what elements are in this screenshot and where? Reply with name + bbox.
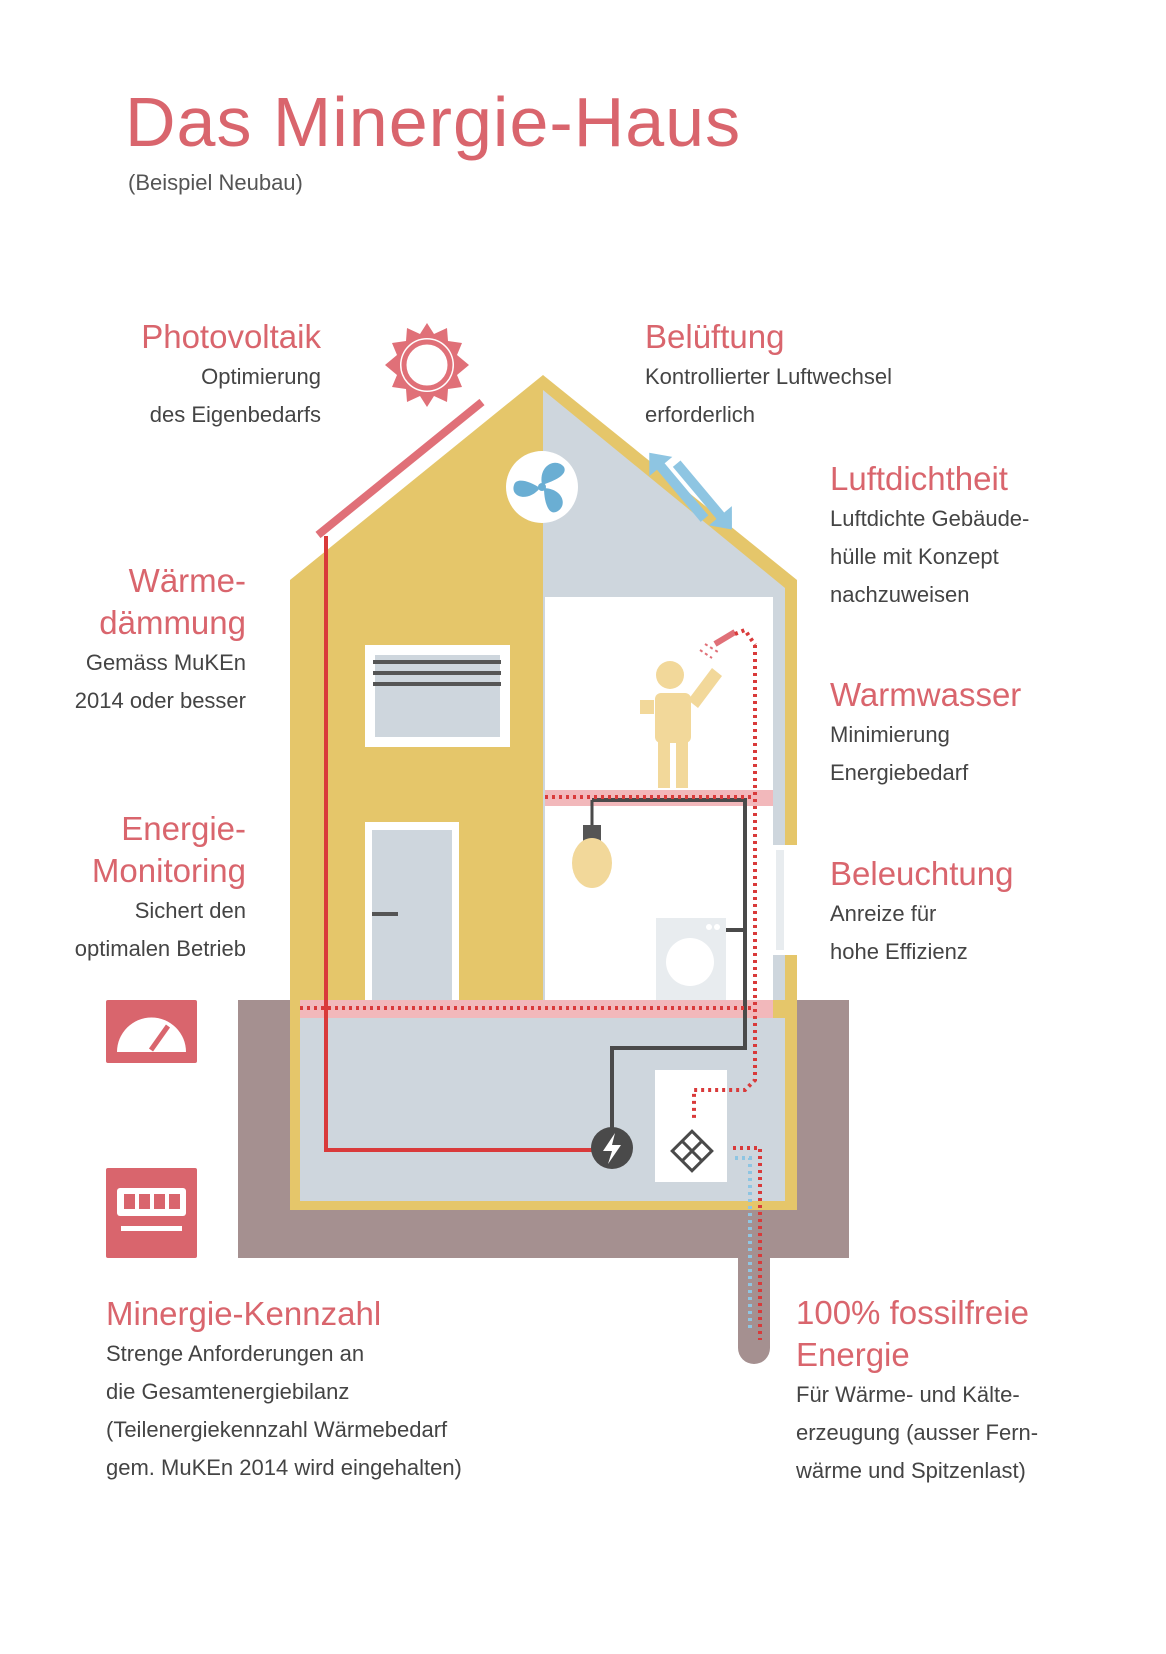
door-icon [365,822,459,1000]
window-icon [365,645,510,747]
solar-line [324,536,595,1152]
waermedaemmung-heading: Wärme- [128,562,246,599]
heat-pump-icon [655,1070,727,1182]
luftdichtheit-line: hülle mit Konzept [830,544,999,569]
label-warmwasser: Warmwasser Minimierung Energiebedarf [830,674,1021,792]
kennzahl-line: die Gesamtenergiebilanz [106,1379,350,1404]
person-icon [640,661,722,788]
warmwasser-line: Energiebedarf [830,760,969,785]
fossilfrei-heading: Energie [796,1336,910,1373]
energiemonitoring-heading: Monitoring [91,852,246,889]
waermedaemmung-heading: dämmung [99,604,246,641]
energiemonitoring-heading: Energie- [121,810,246,847]
warmwasser-heading: Warmwasser [830,676,1022,713]
hot-water-lines [300,627,762,1340]
photovoltaik-line: Optimierung [201,364,321,389]
warmwasser-line: Minimierung [830,722,950,747]
kennzahl-line: (Teilenergiekennzahl Wärmebedarf [106,1417,448,1442]
light-bulb-icon [572,800,612,888]
gauge-icon [106,1000,197,1063]
beleuchtung-heading: Beleuchtung [830,855,1014,892]
label-waermedaemmung: Wärme- dämmung Gemäss MuKEn 2014 oder be… [1,560,246,720]
wiring [592,798,747,1130]
kennzahl-line: gem. MuKEn 2014 wird eingehalten) [106,1455,462,1480]
fan-icon [506,451,578,523]
luftdichtheit-line: nachzuweisen [830,582,970,607]
beluftung-line: erforderlich [645,402,756,427]
beluftung-heading: Belüftung [645,318,785,355]
floor-strip-lower [300,1000,773,1018]
cold-water-line [735,1156,752,1330]
fossilfrei-heading: 100% fossilfreie [796,1294,1029,1331]
label-kennzahl: Minergie-Kennzahl Strenge Anforderungen … [106,1293,462,1487]
label-photovoltaik: Photovoltaik Optimierung des Eigenbedarf… [1,316,321,434]
fossilfrei-line: erzeugung (ausser Fern- [796,1420,1039,1445]
label-luftdichtheit: Luftdichtheit Luftdichte Gebäude- hülle … [830,458,1029,614]
photovoltaik-heading: Photovoltaik [141,318,321,355]
shower-icon [699,629,737,659]
kennzahl-line: Strenge Anforderungen an [106,1341,365,1366]
waermedaemmung-line: 2014 oder besser [74,688,246,713]
meter-icon [106,1168,197,1258]
page-title: Das Minergie-Haus [125,83,742,161]
solar-panel [315,398,485,539]
fossilfrei-line: wärme und Spitzenlast) [796,1458,1026,1483]
airflow-arrows-icon [649,452,732,530]
label-energiemonitoring: Energie- Monitoring Sichert den optimale… [1,808,246,968]
waermedaemmung-line: Gemäss MuKEn [85,650,246,675]
washing-machine-icon [656,918,726,1000]
beleuchtung-line: hohe Effizienz [830,939,968,964]
kennzahl-heading: Minergie-Kennzahl [106,1295,382,1332]
label-fossilfrei: 100% fossilfreie Energie Für Wärme- und … [796,1292,1038,1490]
beluftung-line: Kontrollierter Luftwechsel [645,364,893,389]
photovoltaik-line: des Eigenbedarfs [149,402,321,427]
energiemonitoring-line: optimalen Betrieb [74,936,246,961]
page-subtitle: (Beispiel Neubau) [128,170,303,195]
energiemonitoring-line: Sichert den [134,898,246,923]
sun-icon [385,323,469,407]
fossilfrei-line: Für Wärme- und Kälte- [796,1382,1020,1407]
beleuchtung-line: Anreize für [830,901,937,926]
label-beleuchtung: Beleuchtung Anreize für hohe Effizienz [830,853,1013,971]
luftdichtheit-line: Luftdichte Gebäude- [830,506,1030,531]
label-beluftung: Belüftung Kontrollierter Luftwechsel erf… [645,316,892,434]
luftdichtheit-heading: Luftdichtheit [830,460,1008,497]
power-icon [591,1127,633,1169]
